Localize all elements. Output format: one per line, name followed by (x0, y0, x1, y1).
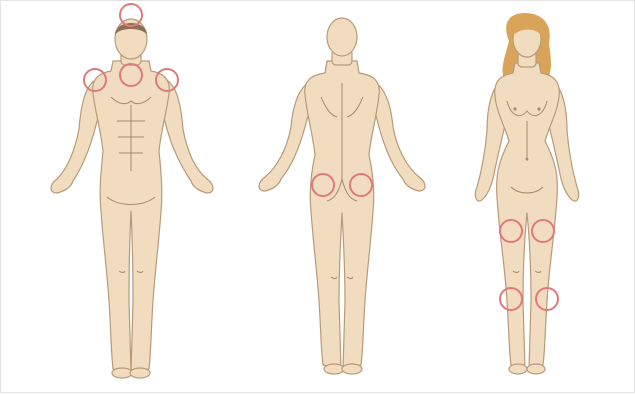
female-front-figure (475, 13, 578, 374)
back-figure (259, 18, 425, 374)
male-front-figure (51, 19, 213, 378)
